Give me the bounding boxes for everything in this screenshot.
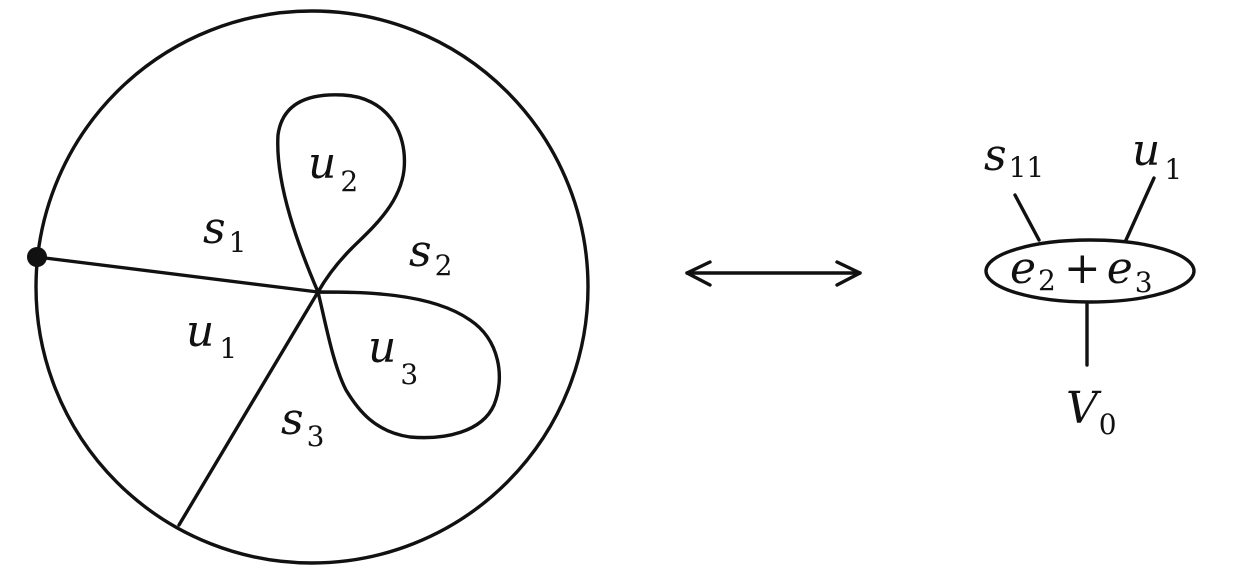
arc-center-to-bottom [177,290,320,527]
node-e2-base: e [1010,243,1036,294]
top-left-base: s [984,130,1007,181]
region-s2-sub: 2 [435,249,453,282]
region-s1-sub: 1 [229,226,247,259]
bottom-sub: 0 [1099,408,1117,441]
region-u3-sub: 3 [400,358,418,391]
top-left-sub: 11 [1009,151,1045,184]
edge-top-left [1013,193,1041,242]
vertex-node-label: e2+e3 [1010,243,1153,299]
region-s1-base: s [203,203,226,254]
vertex-node [984,238,1196,304]
loop-u3 [316,290,501,440]
arrow-head-right [835,260,862,287]
node-e3-sub: 3 [1135,266,1153,299]
region-u3-base: u [368,322,396,373]
disk-boundary [34,9,590,565]
top-left-label: s11 [984,130,1044,184]
node-e2-sub: 2 [1038,264,1056,297]
top-right-sub: 1 [1164,153,1182,186]
region-s3-sub: 3 [307,420,325,453]
region-label-u3: u3 [368,322,418,391]
region-s2-base: s [409,226,432,277]
region-s3-base: s [281,394,304,445]
edge-top-right [1124,176,1156,242]
arrow-head-left [685,260,712,287]
region-u1-sub: 1 [219,332,237,365]
node-e3-base: e [1107,243,1133,294]
top-right-base: u [1132,125,1160,176]
region-u2-sub: 2 [340,165,358,198]
loop-u2 [276,93,407,294]
node-plus: + [1064,243,1101,294]
arc-basepoint-to-center [35,255,320,294]
correspondence-arrow [685,260,862,287]
region-u1-base: u [186,306,214,357]
region-u2-base: u [308,138,336,189]
bottom-base: V [1066,383,1102,434]
bottom-label: V0 [1066,383,1117,441]
